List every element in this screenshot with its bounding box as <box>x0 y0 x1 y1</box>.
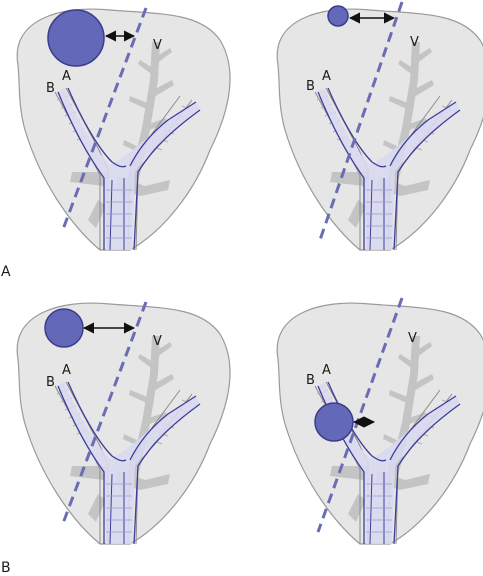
artery-label: A <box>62 363 71 378</box>
bile-duct-label: B <box>306 79 315 94</box>
panel-2: V A B <box>276 1 483 251</box>
vein-label: V <box>408 331 417 346</box>
transection-line <box>60 7 148 233</box>
artery-label: A <box>322 69 331 84</box>
vein-label: V <box>153 334 162 349</box>
bile-duct-label: B <box>46 81 55 96</box>
panel-4: V A B <box>276 297 483 545</box>
transection-line <box>316 297 404 533</box>
panel-1: V A B <box>16 7 231 251</box>
row-label-b: B <box>1 560 11 576</box>
lesion <box>47 9 105 67</box>
transection-line <box>60 301 148 527</box>
lesion <box>327 5 349 27</box>
artery-label: A <box>62 69 71 84</box>
panel-3: V A B <box>16 301 231 545</box>
bile-duct-label: B <box>306 373 315 388</box>
bile-duct-label: B <box>46 375 55 390</box>
lesion <box>314 402 354 442</box>
row-label-a: A <box>1 264 11 280</box>
artery-label: A <box>322 363 331 378</box>
transection-line <box>318 1 404 241</box>
vein-label: V <box>410 35 419 50</box>
vein-label: V <box>153 38 162 53</box>
lesion <box>44 308 84 348</box>
